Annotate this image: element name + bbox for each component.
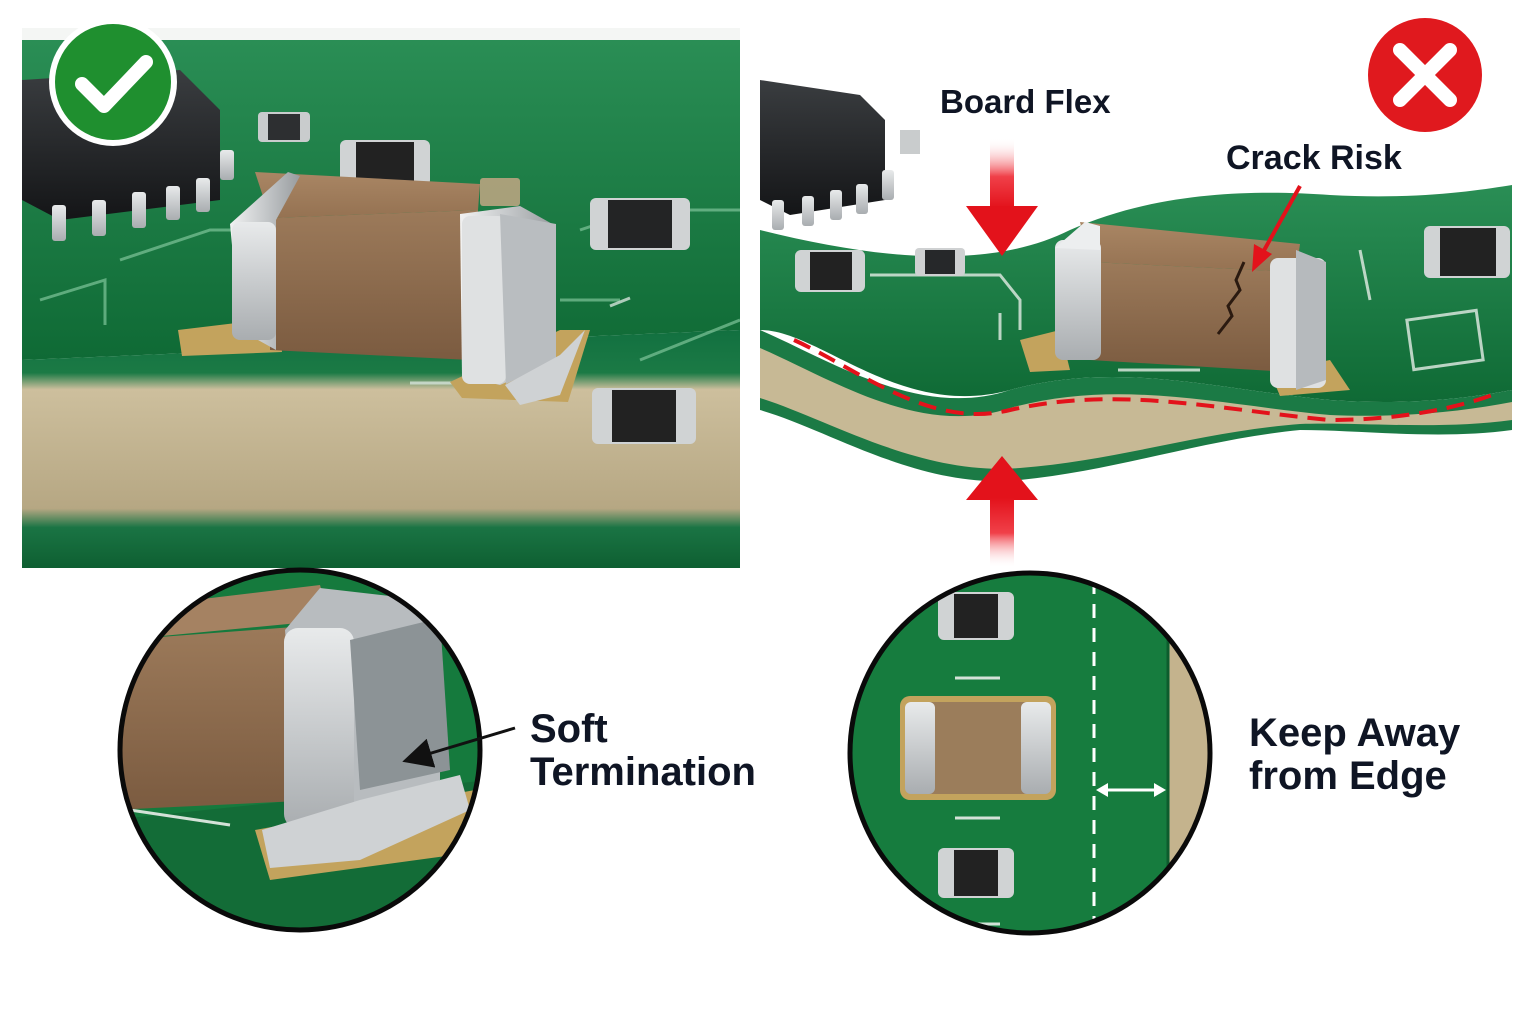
mlcc-capacitor-cracked (1055, 222, 1326, 390)
mlcc-capacitor-good (230, 172, 585, 405)
ic-chip (760, 80, 920, 230)
keep-away-label: Keep Away from Edge (1249, 711, 1461, 799)
soft-termination-label: Soft Termination (530, 707, 756, 795)
board-flex-label: Board Flex (940, 83, 1111, 120)
smd-resistor (590, 198, 690, 250)
x-icon (1393, 43, 1457, 107)
smd-resistor (340, 140, 430, 186)
smd-resistor (592, 388, 696, 444)
board-flex-arrow-down (966, 138, 1038, 256)
bad-badge (1363, 13, 1487, 137)
left-pcb-photo (22, 28, 740, 568)
smd-resistor (1424, 226, 1510, 278)
good-badge-circle (55, 24, 171, 140)
keep-away-zoom (847, 570, 1213, 936)
crack-risk-label: Crack Risk (1226, 139, 1402, 177)
smd-resistor (915, 248, 965, 276)
checkmark-icon (75, 55, 153, 113)
soft-termination-line-1: Soft (530, 707, 608, 751)
right-pcb-photo (760, 60, 1512, 530)
smd-resistor (258, 112, 310, 142)
soft-termination-pointer (402, 726, 516, 768)
crack-line (1216, 261, 1246, 335)
soft-termination-zoom (117, 567, 483, 933)
good-badge (49, 18, 177, 146)
keep-away-line-1: Keep Away (1249, 711, 1461, 755)
edge-distance-arrow (1096, 783, 1166, 797)
flex-neutral-line (793, 338, 1501, 423)
smd-resistor (795, 250, 865, 292)
keep-away-line-2: from Edge (1249, 754, 1447, 799)
soft-termination-line-2: Termination (530, 750, 756, 795)
crack-risk-arrow (1252, 185, 1302, 272)
board-flex-arrow-up (966, 456, 1038, 568)
